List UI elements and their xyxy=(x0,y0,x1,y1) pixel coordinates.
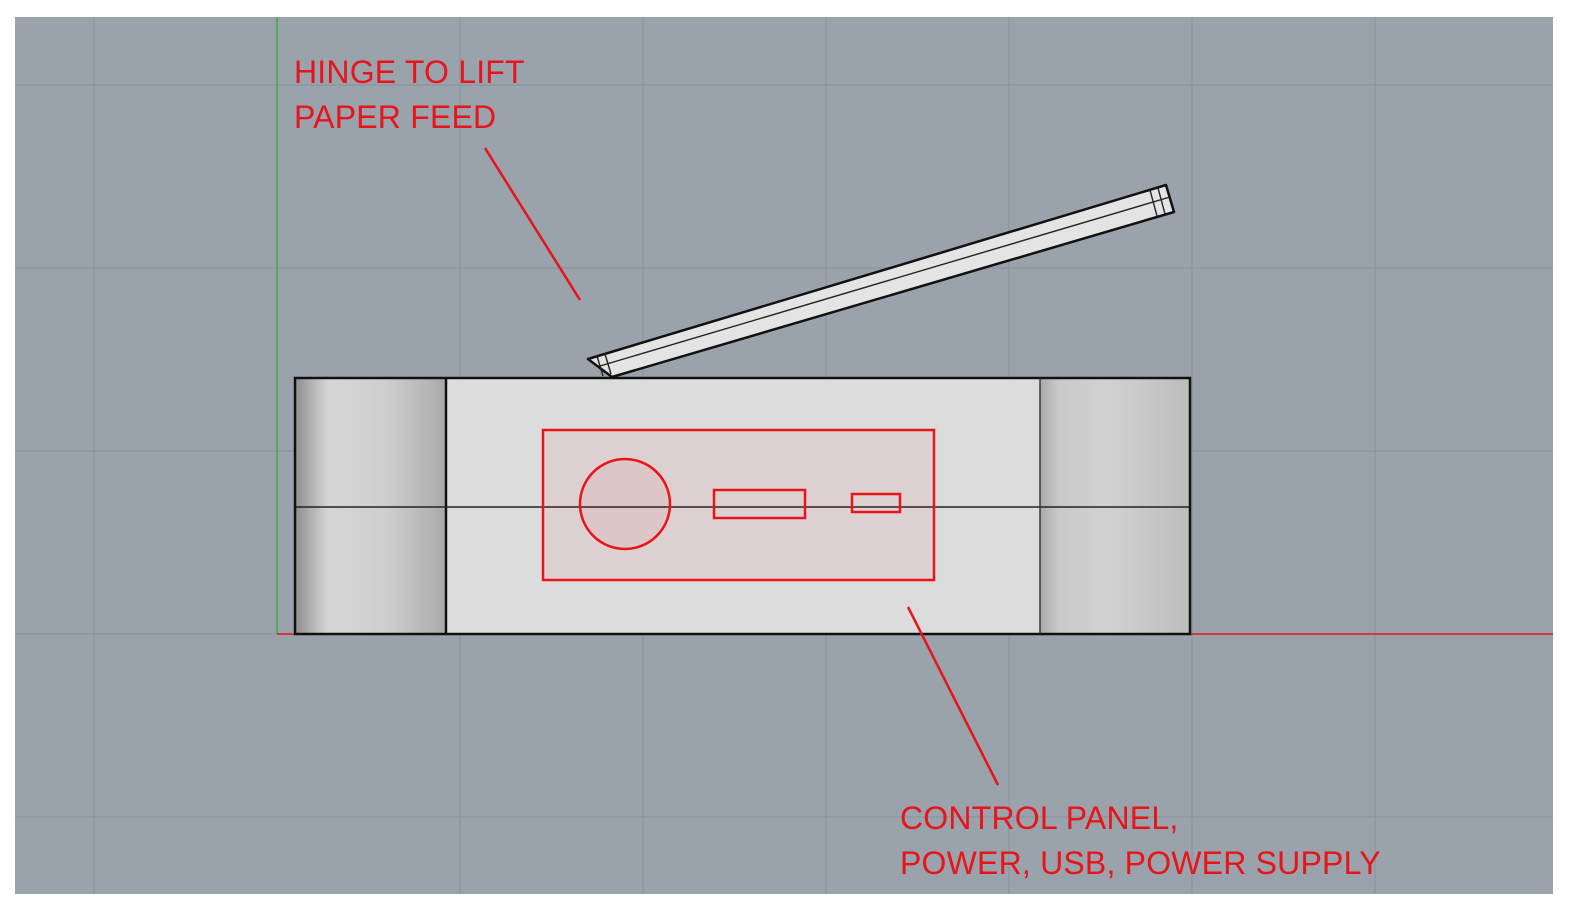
lid-hinge-cap xyxy=(596,355,604,377)
lid-end-cap xyxy=(1157,187,1166,215)
usb-port xyxy=(712,488,807,520)
body-center-face xyxy=(446,378,1040,634)
hinge-annotation-line1: HINGE TO LIFT xyxy=(294,54,525,90)
power-button xyxy=(578,457,672,551)
hinge-leader-line xyxy=(483,147,582,301)
hinge-annotation: HINGE TO LIFT PAPER FEED xyxy=(294,50,525,140)
control-panel-annotation-line2: POWER, USB, POWER SUPPLY xyxy=(900,845,1381,881)
power-supply-port xyxy=(850,492,902,514)
paper-feed-lid xyxy=(586,183,1176,379)
body-outline xyxy=(293,376,1192,636)
control-panel-leader-line xyxy=(906,606,1000,786)
lid-edge-line xyxy=(599,196,1171,367)
lid-end-cap xyxy=(1149,189,1158,217)
control-panel-annotation: CONTROL PANEL, POWER, USB, POWER SUPPLY xyxy=(900,796,1381,886)
lid-body xyxy=(586,183,1176,379)
lid-hinge-cap xyxy=(604,353,612,375)
control-panel-annotation-line1: CONTROL PANEL, xyxy=(900,800,1179,836)
body-left-end xyxy=(295,378,446,634)
control-panel-area xyxy=(541,428,936,582)
printer-body xyxy=(293,376,1192,636)
control-panel xyxy=(541,428,936,582)
body-right-end xyxy=(1040,378,1190,634)
hinge-annotation-line2: PAPER FEED xyxy=(294,99,497,135)
